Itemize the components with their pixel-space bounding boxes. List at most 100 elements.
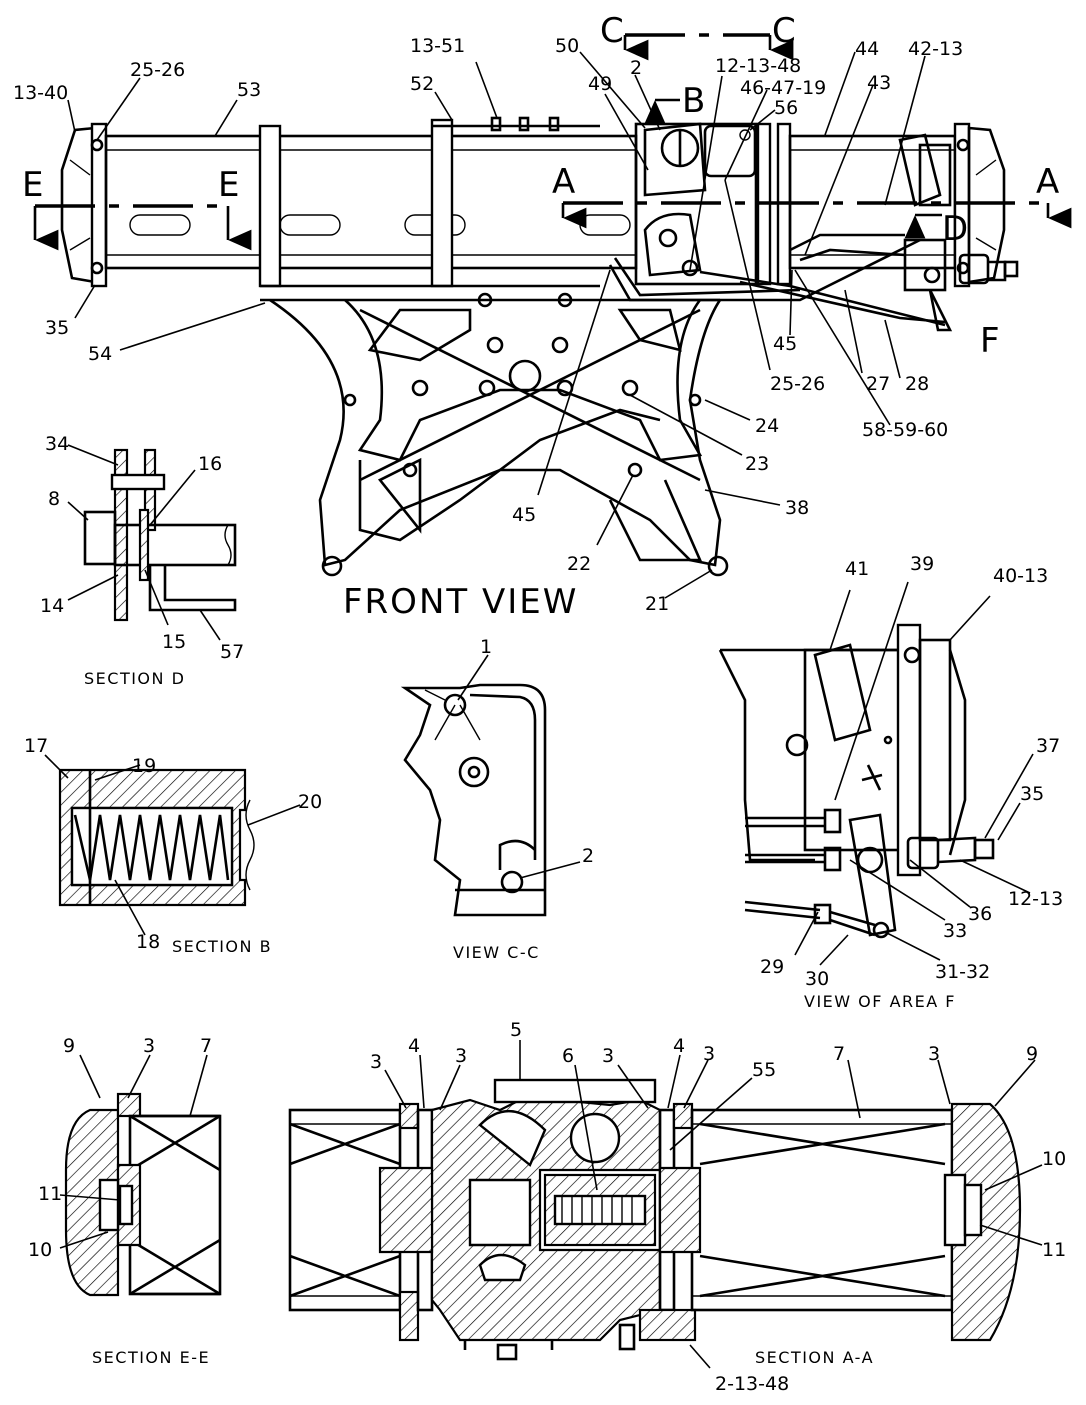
marker-c-right: C bbox=[772, 11, 798, 51]
view-cc-view bbox=[400, 654, 581, 917]
view-cc-title: VIEW C-C bbox=[453, 943, 540, 962]
callout-label: 2 bbox=[582, 845, 594, 867]
marker-d: D bbox=[942, 209, 970, 249]
callout-label: 34 bbox=[45, 433, 69, 455]
callout-label: 3 bbox=[455, 1045, 467, 1067]
callout-label: 35 bbox=[45, 317, 69, 339]
marker-e-left: E bbox=[22, 165, 45, 205]
callout-label: 11 bbox=[38, 1183, 62, 1205]
callout-label: 45 bbox=[773, 333, 797, 355]
callout-label: 7 bbox=[200, 1035, 212, 1057]
view-cc-callouts: 1 2 bbox=[480, 636, 594, 867]
section-aa-callouts: 3 4 3 5 6 3 4 3 55 7 3 9 10 11 2-13-48 bbox=[370, 1019, 1066, 1395]
callout-label: 12-13 bbox=[1008, 888, 1063, 910]
callout-label: 33 bbox=[943, 920, 967, 942]
callout-label: 13-51 bbox=[410, 35, 465, 57]
callout-label: 2 bbox=[630, 57, 642, 79]
callout-label: 39 bbox=[910, 553, 934, 575]
callout-label: 57 bbox=[220, 641, 244, 663]
callout-label: 18 bbox=[136, 931, 160, 953]
marker-b: B bbox=[682, 81, 707, 121]
callout-label: 11 bbox=[1042, 1239, 1066, 1261]
callout-label: 22 bbox=[567, 553, 591, 575]
section-d-title: SECTION D bbox=[84, 669, 185, 688]
section-b-callouts: 17 19 20 18 bbox=[24, 735, 322, 953]
callout-label: 3 bbox=[602, 1045, 614, 1067]
callout-label: 29 bbox=[760, 956, 784, 978]
callout-label: 56 bbox=[774, 97, 798, 119]
callout-label: 10 bbox=[28, 1239, 52, 1261]
callout-label: 36 bbox=[968, 903, 992, 925]
callout-label: 49 bbox=[588, 73, 612, 95]
callout-label: 53 bbox=[237, 79, 261, 101]
callout-label: 20 bbox=[298, 791, 322, 813]
callout-label: 3 bbox=[928, 1043, 940, 1065]
callout-label: 3 bbox=[370, 1051, 382, 1073]
section-d-callouts: 34 16 8 14 15 57 bbox=[40, 433, 244, 663]
area-f-callouts: 41 39 40-13 37 35 12-13 36 33 29 30 31-3… bbox=[760, 553, 1063, 990]
callout-label: 12-13-48 bbox=[715, 55, 801, 77]
callout-label: 28 bbox=[905, 373, 929, 395]
callout-label: 10 bbox=[1042, 1148, 1066, 1170]
marker-e-right: E bbox=[218, 165, 241, 205]
callout-label: 55 bbox=[752, 1059, 776, 1081]
callout-label: 45 bbox=[512, 504, 536, 526]
marker-a-left: A bbox=[552, 162, 577, 202]
callout-label: 30 bbox=[805, 968, 829, 990]
callout-label: 9 bbox=[1026, 1043, 1038, 1065]
section-aa-title: SECTION A-A bbox=[755, 1348, 874, 1367]
callout-label: 3 bbox=[143, 1035, 155, 1057]
callout-label: 9 bbox=[63, 1035, 75, 1057]
callout-label: 25-26 bbox=[770, 373, 825, 395]
callout-label: 2-13-48 bbox=[715, 1373, 789, 1395]
callout-label: 43 bbox=[867, 72, 891, 94]
callout-label: 19 bbox=[132, 755, 156, 777]
callout-label: 24 bbox=[755, 415, 779, 437]
callout-label: 42-13 bbox=[908, 38, 963, 60]
callout-label: 14 bbox=[40, 595, 64, 617]
front-view-callouts: 13-40 25-26 53 13-51 52 50 2 12-13-48 49… bbox=[13, 35, 963, 615]
callout-label: 37 bbox=[1036, 735, 1060, 757]
section-d-view bbox=[67, 444, 237, 641]
front-view-title: FRONT VIEW bbox=[343, 582, 578, 622]
callout-label: 54 bbox=[88, 343, 112, 365]
section-ee-view bbox=[59, 1054, 222, 1297]
callout-label: 17 bbox=[24, 735, 48, 757]
callout-label: 41 bbox=[845, 558, 869, 580]
callout-label: 16 bbox=[198, 453, 222, 475]
callout-label: 40-13 bbox=[993, 565, 1048, 587]
callout-label: 8 bbox=[48, 488, 60, 510]
view-area-f-title: VIEW OF AREA F bbox=[804, 992, 956, 1011]
section-ee-title: SECTION E-E bbox=[92, 1348, 210, 1367]
callout-label: 7 bbox=[833, 1043, 845, 1065]
callout-label: 46-47-19 bbox=[740, 77, 826, 99]
marker-a-right: A bbox=[1036, 162, 1061, 202]
callout-label: 3 bbox=[703, 1043, 715, 1065]
callout-label: 58-59-60 bbox=[862, 419, 948, 441]
callout-label: 38 bbox=[785, 497, 809, 519]
callout-label: 6 bbox=[562, 1045, 574, 1067]
callout-label: 15 bbox=[162, 631, 186, 653]
front-view bbox=[33, 33, 1072, 599]
view-area-f bbox=[718, 581, 1034, 966]
callout-label: 13-40 bbox=[13, 82, 68, 104]
marker-c-left: C bbox=[600, 11, 626, 51]
callout-label: 25-26 bbox=[130, 59, 185, 81]
section-ee-callouts: 9 3 7 11 10 bbox=[28, 1035, 212, 1261]
callout-label: 23 bbox=[745, 453, 769, 475]
callout-label: 4 bbox=[408, 1035, 420, 1057]
callout-label: 52 bbox=[410, 73, 434, 95]
marker-f: F bbox=[980, 321, 1002, 361]
callout-label: 4 bbox=[673, 1035, 685, 1057]
section-markers: C C E E A A B D F bbox=[22, 11, 1061, 361]
callout-label: 50 bbox=[555, 35, 579, 57]
callout-label: 21 bbox=[645, 593, 669, 615]
section-aa-view bbox=[288, 1040, 1043, 1369]
callout-label: 5 bbox=[510, 1019, 522, 1041]
callout-label: 31-32 bbox=[935, 961, 990, 983]
callout-label: 35 bbox=[1020, 783, 1044, 805]
callout-label: 27 bbox=[866, 373, 890, 395]
section-b-title: SECTION B bbox=[172, 937, 272, 956]
